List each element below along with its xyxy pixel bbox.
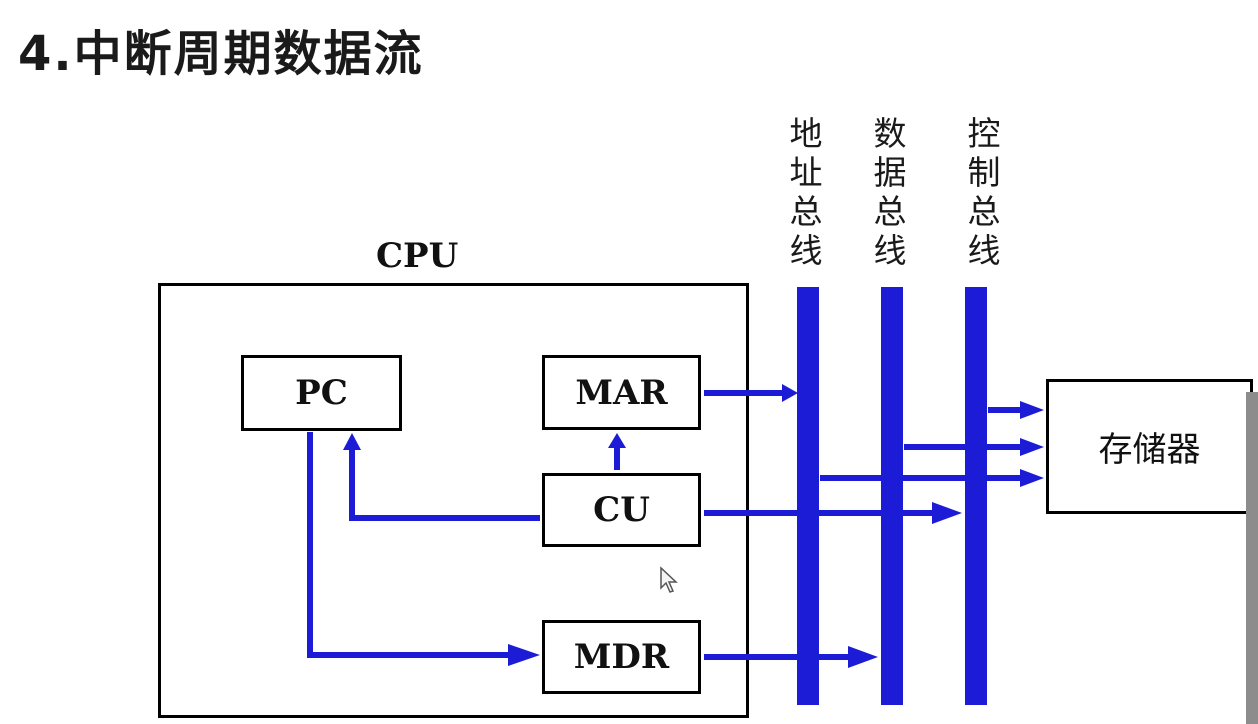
data-bus-label: 数据总线 <box>873 114 907 270</box>
slide-title: 4.中断周期数据流 <box>18 26 424 82</box>
cpu-box <box>158 283 749 718</box>
window-edge <box>1246 392 1258 724</box>
mdr-register: MDR <box>542 620 701 694</box>
mdr-label: MDR <box>573 637 670 677</box>
mouse-pointer-icon <box>660 566 678 593</box>
mar-label: MAR <box>575 372 668 413</box>
cu-label: CU <box>593 490 650 530</box>
pc-label: PC <box>295 373 348 413</box>
cu-unit: CU <box>542 473 701 547</box>
cu-to-pc-arrow <box>349 450 540 521</box>
control-bus-label: 控制总线 <box>967 114 1001 270</box>
control-bus-bar <box>965 287 987 705</box>
pc-to-mdr-arrow <box>307 432 510 658</box>
memory-label: 存储器 <box>1098 430 1201 470</box>
cpu-label: CPU <box>376 236 459 276</box>
memory-box: 存储器 <box>1046 379 1253 514</box>
address-bus-bar <box>797 287 819 705</box>
data-bus-bar <box>881 287 903 705</box>
pc-register: PC <box>241 355 402 431</box>
bus-bars <box>797 287 987 705</box>
mar-register: MAR <box>542 355 701 430</box>
address-bus-label: 地址总线 <box>789 114 823 270</box>
